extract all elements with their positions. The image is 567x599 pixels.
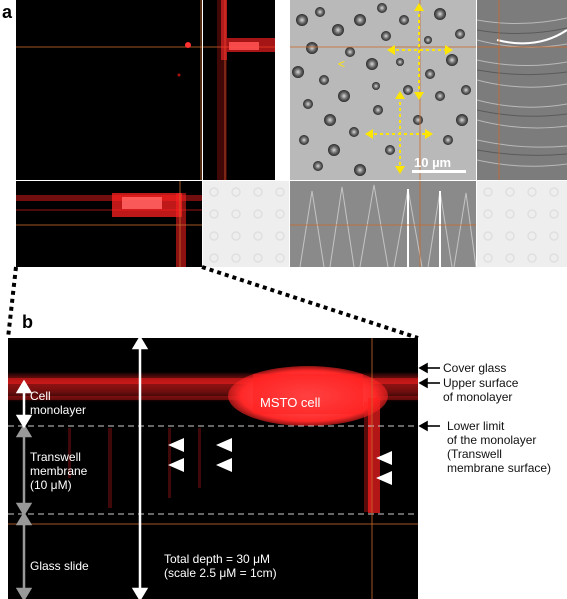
panel-label-b: b	[22, 312, 33, 332]
fluorescence-yz-image	[203, 0, 275, 180]
right-arrows	[418, 362, 440, 432]
brightfield-xz-image	[290, 181, 476, 267]
zoom-lines	[6, 265, 419, 340]
scalebar-label: 10 µm	[414, 155, 452, 170]
fluorescence-xy-image	[16, 0, 202, 180]
label-lower-limit: Lower limit of the monolayer (Transwell …	[447, 419, 552, 475]
brightfield-xy-image: < 10 µm	[290, 0, 476, 180]
label-cover-glass: Cover glass	[443, 361, 507, 375]
label-upper-surface: Upper surface of monolayer	[443, 376, 519, 404]
label-glass-slide: Glass slide	[30, 559, 89, 573]
panel-label-a: a	[2, 2, 13, 22]
svg-text:<: <	[338, 57, 345, 71]
label-cell-monolayer: Cell monolayer	[30, 389, 87, 417]
brightfield-yz-image	[477, 0, 567, 180]
empty-tile-left	[203, 181, 289, 267]
fluorescence-xz-image	[16, 181, 202, 267]
label-transwell-membrane: Transwell membrane (10 μM)	[30, 450, 88, 492]
label-total-depth: Total depth = 30 μM (scale 2.5 μM = 1cm)	[164, 552, 277, 580]
label-msto-cell: MSTO cell	[260, 395, 321, 410]
zoomed-xz-image: Cell monolayer Transwell membrane (10 μM…	[8, 338, 418, 599]
empty-tile-right	[477, 181, 567, 267]
